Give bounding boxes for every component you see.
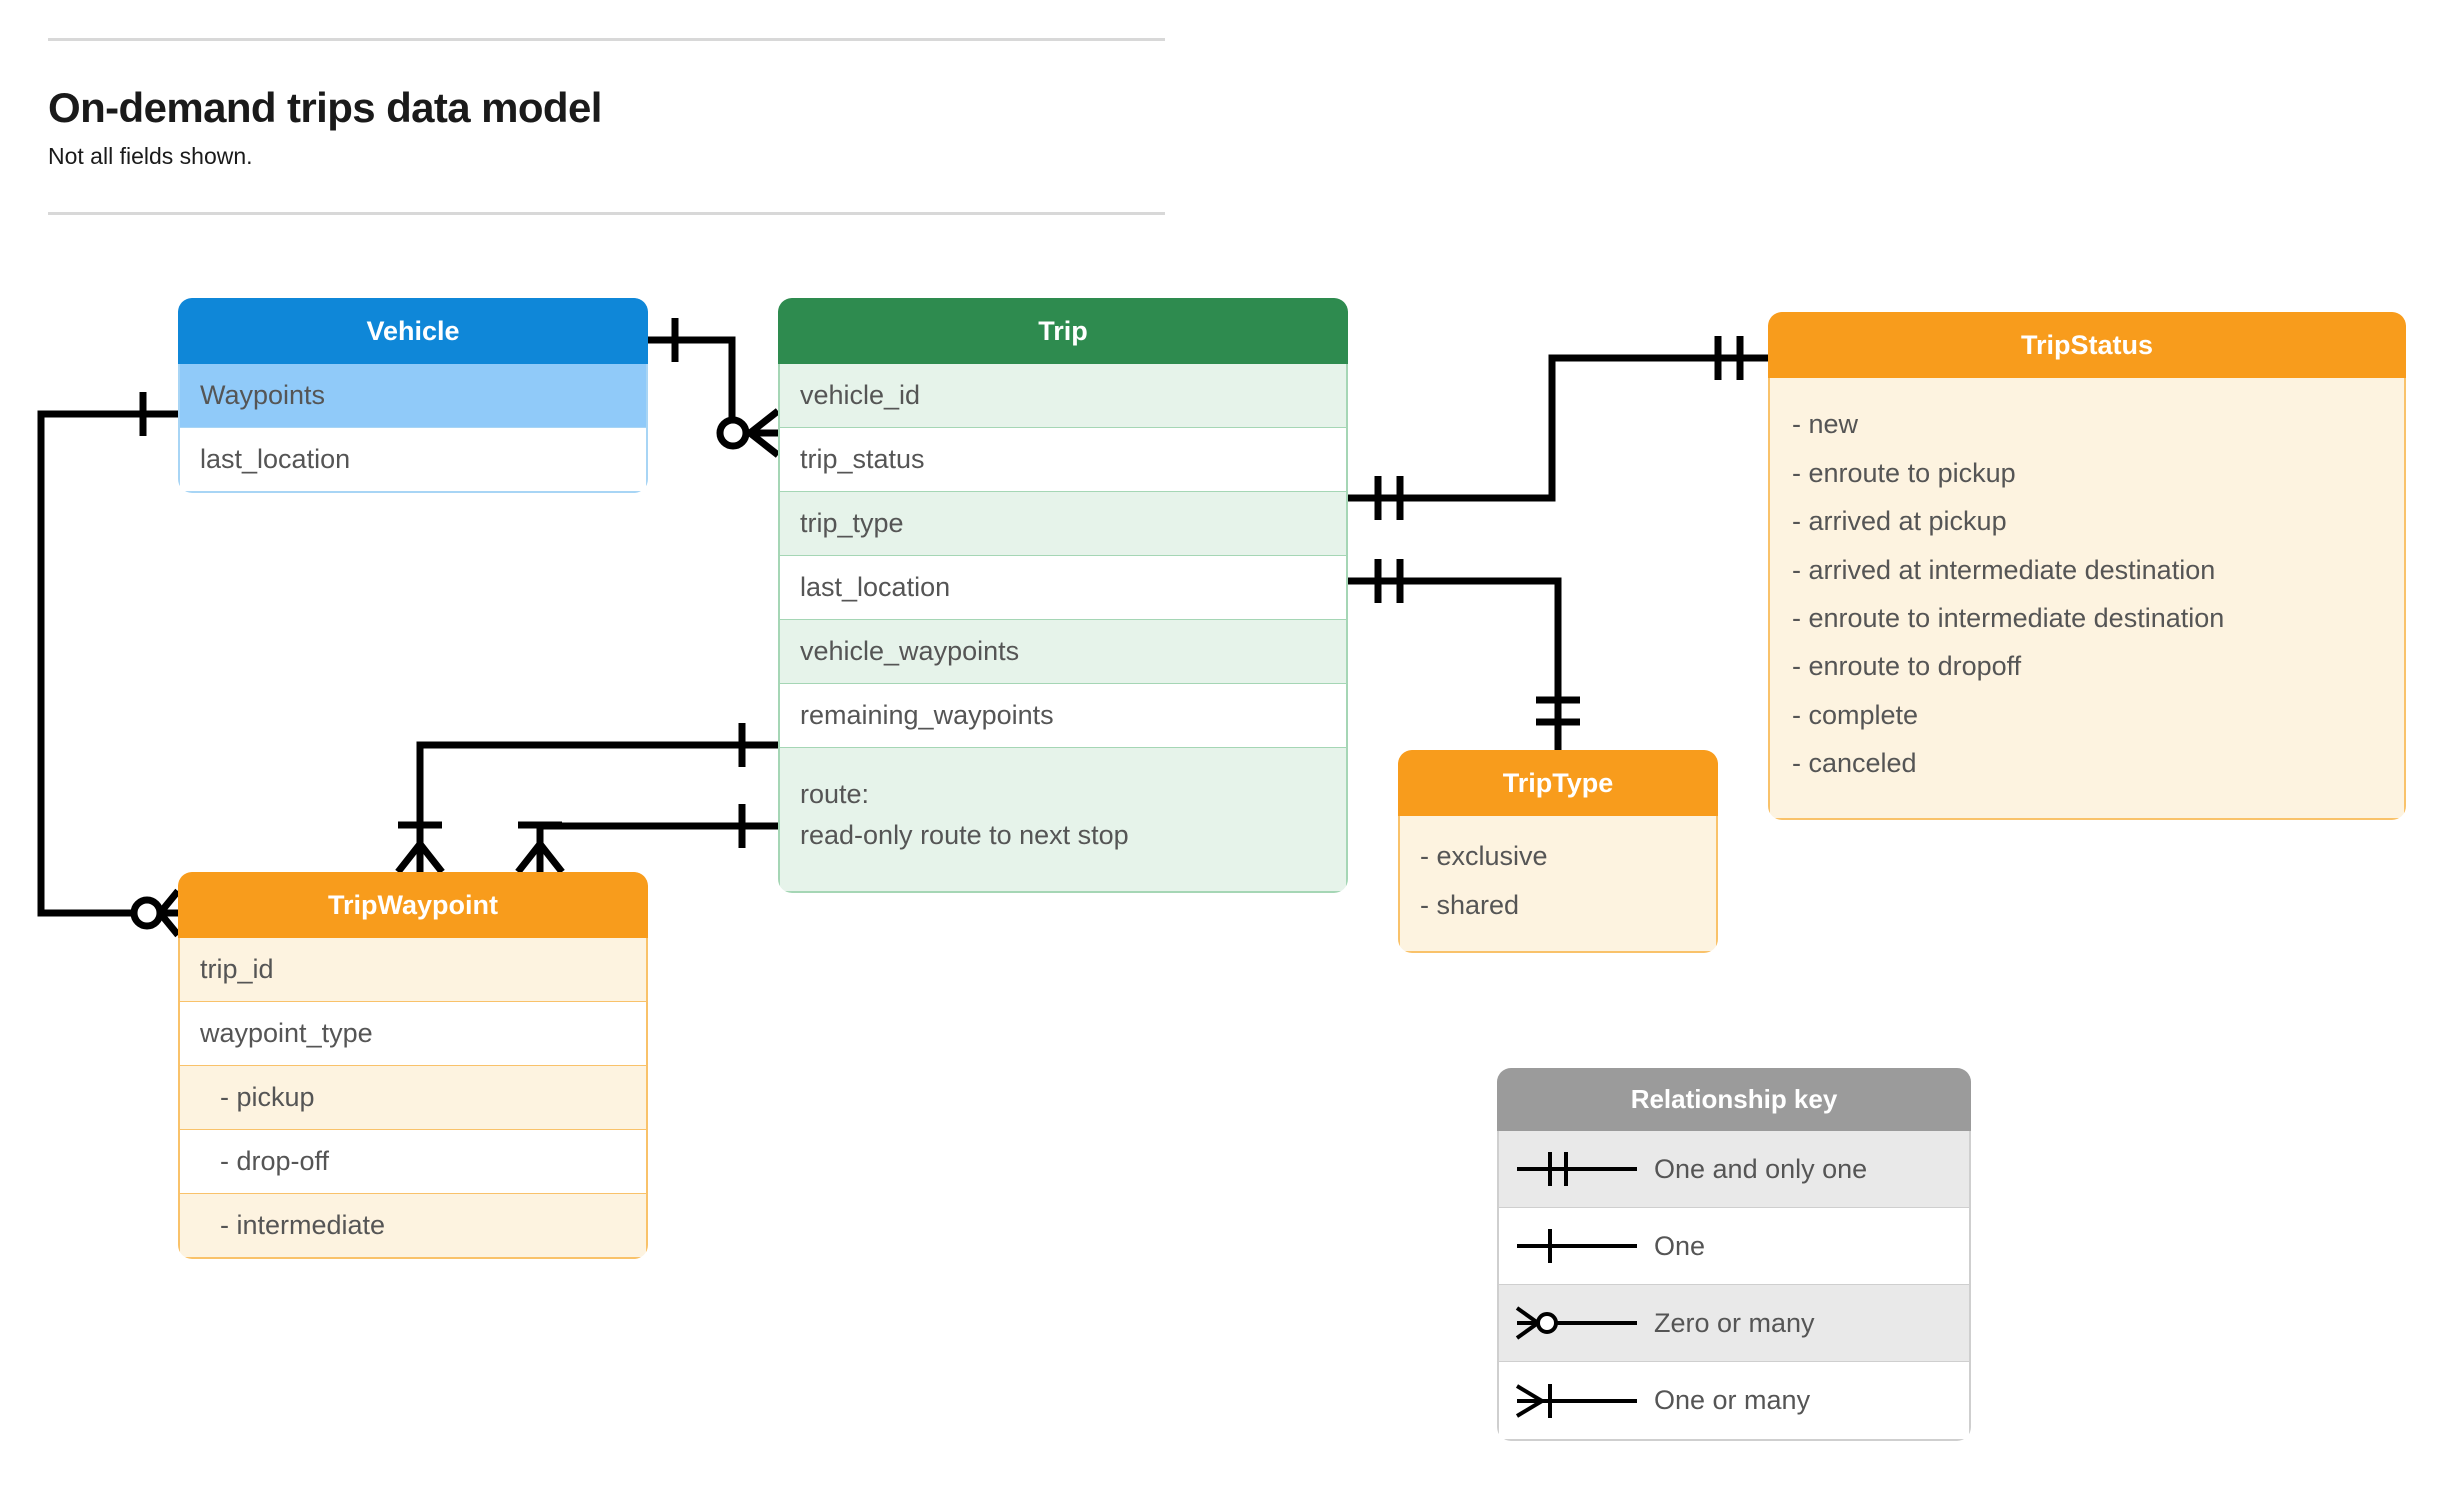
page-header: On-demand trips data model Not all field…: [48, 38, 1165, 216]
entity-triptype-title: TripType: [1398, 750, 1718, 817]
entity-tripstatus-title: TripStatus: [1768, 312, 2406, 379]
entity-trip-title: Trip: [778, 298, 1348, 365]
legend-label: One and only one: [1654, 1153, 1868, 1184]
entity-trip-body: vehicle_id trip_status trip_type last_lo…: [778, 364, 1348, 894]
connector-vehicle-tripwaypoint: [37, 410, 178, 917]
legend-body: One and only one One: [1497, 1131, 1971, 1441]
entity-trip[interactable]: Trip vehicle_id trip_status trip_type la…: [778, 298, 1348, 894]
tripstatus-value: - enroute to intermediate destination: [1792, 602, 2225, 633]
tripstatus-value: - enroute to pickup: [1792, 457, 2016, 488]
field-trip-trip-status[interactable]: trip_status: [780, 428, 1346, 493]
field-vehicle-waypoints[interactable]: Waypoints: [180, 364, 646, 429]
field-trip-vehicle-waypoints[interactable]: vehicle_waypoints: [780, 620, 1346, 685]
field-tripwaypoint-waypoint-type[interactable]: waypoint_type: [180, 1002, 646, 1067]
field-trip-route-label: route:: [800, 779, 870, 810]
entity-tripstatus[interactable]: TripStatus - new - enroute to pickup - a…: [1768, 312, 2406, 820]
field-trip-vehicle-id[interactable]: vehicle_id: [780, 364, 1346, 429]
legend-item-one-and-only-one: One and only one: [1499, 1131, 1969, 1208]
entity-tripstatus-body: - new - enroute to pickup - arrived at p…: [1768, 378, 2406, 820]
tripstatus-value: - canceled: [1792, 748, 1917, 779]
legend-item-one-or-many: One or many: [1499, 1362, 1969, 1439]
header-divider-bottom: [48, 212, 1165, 216]
connector-trip-triptype: [1348, 577, 1562, 750]
entity-vehicle-body: Waypoints last_location: [178, 364, 648, 494]
entity-tripwaypoint-title: TripWaypoint: [178, 872, 648, 939]
legend-label: One or many: [1654, 1385, 1811, 1415]
legend-item-one: One: [1499, 1208, 1969, 1285]
triptype-value: - exclusive: [1420, 841, 1548, 872]
tripstatus-value: - enroute to dropoff: [1792, 651, 2022, 682]
entity-triptype-body: - exclusive - shared: [1398, 816, 1718, 954]
field-trip-remaining-waypoints[interactable]: remaining_waypoints: [780, 684, 1346, 749]
tripwaypoint-enum-intermediate: - intermediate: [180, 1194, 646, 1258]
entity-vehicle-title: Vehicle: [178, 298, 648, 365]
field-vehicle-last-location[interactable]: last_location: [180, 428, 646, 492]
entity-tripwaypoint-body: trip_id waypoint_type - pickup - drop-of…: [178, 938, 648, 1260]
connector-trip-tripstatus: [1348, 354, 1768, 502]
relationship-key-legend: Relationship key One and only one: [1497, 1068, 1971, 1441]
field-trip-route[interactable]: route: read-only route to next stop: [780, 748, 1346, 892]
one-and-only-one-icon: [1499, 1144, 1654, 1194]
page-title: On-demand trips data model: [48, 84, 602, 131]
tripstatus-value: - arrived at pickup: [1792, 506, 2007, 537]
one-icon: [1499, 1221, 1654, 1271]
connector-vehicle-trip: [648, 336, 778, 437]
legend-item-zero-or-many: Zero or many: [1499, 1285, 1969, 1362]
legend-title: Relationship key: [1497, 1068, 1971, 1131]
tripwaypoint-enum-dropoff: - drop-off: [180, 1130, 646, 1195]
field-tripwaypoint-trip-id[interactable]: trip_id: [180, 938, 646, 1003]
zero-or-many-icon: [1499, 1298, 1654, 1348]
entity-triptype[interactable]: TripType - exclusive - shared: [1398, 750, 1718, 954]
entity-tripwaypoint[interactable]: TripWaypoint trip_id waypoint_type - pic…: [178, 872, 648, 1260]
tripstatus-value: - arrived at intermediate destination: [1792, 554, 2216, 585]
field-trip-route-desc: read-only route to next stop: [800, 819, 1129, 850]
tripstatus-value: - new: [1792, 409, 1859, 440]
tripstatus-value: - complete: [1792, 699, 1919, 730]
entity-vehicle[interactable]: Vehicle Waypoints last_location: [178, 298, 648, 494]
one-or-many-icon: [1499, 1376, 1654, 1426]
page-subtitle: Not all fields shown.: [48, 143, 253, 170]
field-trip-trip-type[interactable]: trip_type: [780, 492, 1346, 557]
header-divider-top: [48, 38, 1165, 41]
field-trip-last-location[interactable]: last_location: [780, 556, 1346, 621]
legend-label: One: [1654, 1230, 1706, 1261]
triptype-value: - shared: [1420, 889, 1520, 920]
legend-label: Zero or many: [1654, 1307, 1815, 1338]
tripwaypoint-enum-pickup: - pickup: [180, 1066, 646, 1131]
